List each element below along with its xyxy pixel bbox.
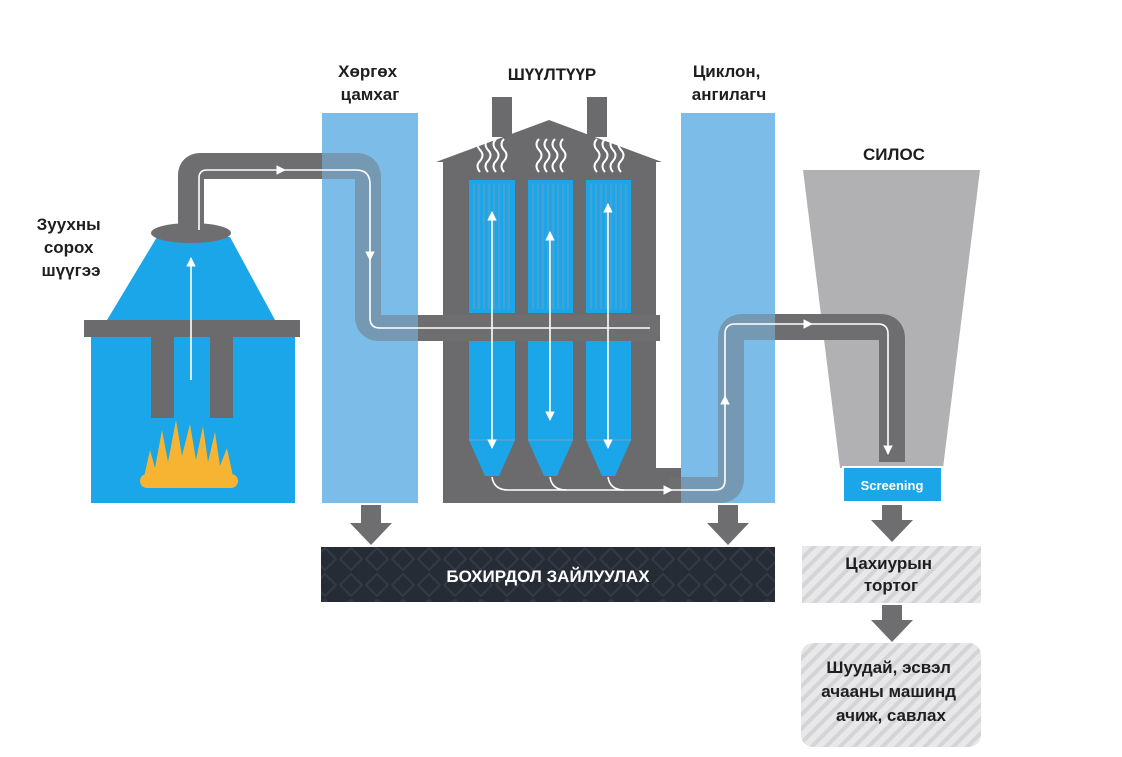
cooling-tower-label: Хөргөх цамхаг xyxy=(338,62,402,104)
silica-fume-label: Цахиурын тортог xyxy=(845,554,937,595)
down-arrows xyxy=(350,505,913,642)
chimney-2 xyxy=(587,97,607,137)
flame-icon xyxy=(142,420,235,486)
flow-arrow-duct xyxy=(198,165,286,230)
arrow-down-cooler xyxy=(350,505,392,545)
filter-label: ШҮҮЛТҮҮР xyxy=(508,65,597,84)
silica-fume-box xyxy=(802,546,981,603)
electrode-left xyxy=(151,337,174,418)
waste-disposal-band xyxy=(321,547,775,602)
flow-arrow-collect xyxy=(491,476,673,495)
transport-box xyxy=(801,643,981,747)
furnace-hood-label: Зуухны сорох шүүгээ xyxy=(37,215,106,280)
hood-collar xyxy=(151,223,231,243)
electrode-right xyxy=(210,337,233,418)
transport-label: Шуудай, эсвэл ачааны машинд ачиж, савлах xyxy=(821,658,961,725)
flow-arrow-silo xyxy=(812,323,893,455)
filter-house xyxy=(436,97,683,503)
cyclone-label: Циклон, ангилагч xyxy=(692,62,766,104)
screening-box[interactable] xyxy=(842,466,943,503)
waste-disposal-label: БОХИРДОЛ ЗАЙЛУУЛАХ xyxy=(446,567,650,586)
arrow-down-screening xyxy=(871,505,913,542)
silo-label: СИЛОС xyxy=(863,145,925,164)
steam-icon xyxy=(476,138,625,173)
chimney-1 xyxy=(492,97,512,137)
furnace xyxy=(84,237,300,503)
flow-arrows xyxy=(186,165,893,495)
flow-arrow-cyclone xyxy=(672,395,730,491)
arrow-down-fume xyxy=(871,605,913,642)
screening-label[interactable]: Screening xyxy=(861,478,924,493)
arrow-down-cyclone xyxy=(707,505,749,545)
furnace-roof-slab xyxy=(84,320,300,337)
